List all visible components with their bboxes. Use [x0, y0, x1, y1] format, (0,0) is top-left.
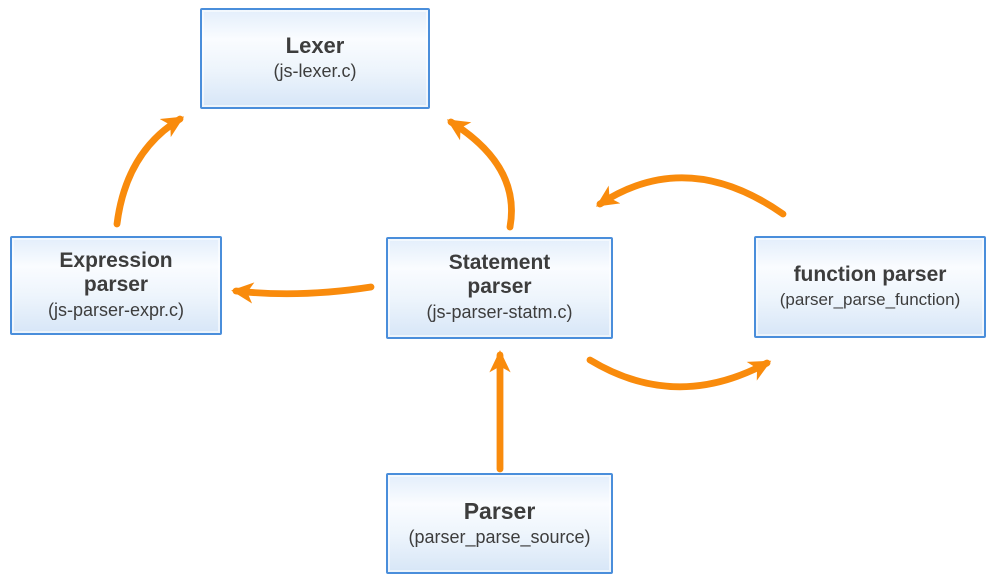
node-function-parser-subtitle: (parser_parse_function) [779, 290, 961, 310]
node-expression-parser-title: Expression parser [59, 248, 173, 296]
node-lexer-title: Lexer [285, 33, 345, 59]
arrow-statement-to-function [586, 356, 772, 391]
node-parser-title: Parser [463, 497, 536, 524]
node-expression-parser-subtitle: (js-parser-expr.c) [47, 299, 185, 320]
node-statement-parser-subtitle: (js-parser-statm.c) [426, 302, 573, 323]
node-statement-parser-title: Statement parser [448, 251, 551, 299]
arrow-expression-to-lexer [113, 115, 185, 228]
node-lexer-subtitle: (js-lexer.c) [273, 61, 357, 82]
arrow-function-to-statement [595, 174, 787, 218]
arrow-statement-to-expression [231, 282, 375, 304]
arrow-statement-to-lexer [446, 118, 515, 231]
node-function-parser: function parser (parser_parse_function) [754, 236, 986, 338]
node-parser: Parser (parser_parse_source) [386, 473, 613, 574]
node-lexer: Lexer (js-lexer.c) [200, 8, 430, 109]
node-function-parser-title: function parser [793, 262, 947, 286]
node-parser-subtitle: (parser_parse_source) [408, 527, 591, 548]
node-expression-parser: Expression parser (js-parser-expr.c) [10, 236, 222, 335]
node-statement-parser: Statement parser (js-parser-statm.c) [386, 237, 613, 339]
